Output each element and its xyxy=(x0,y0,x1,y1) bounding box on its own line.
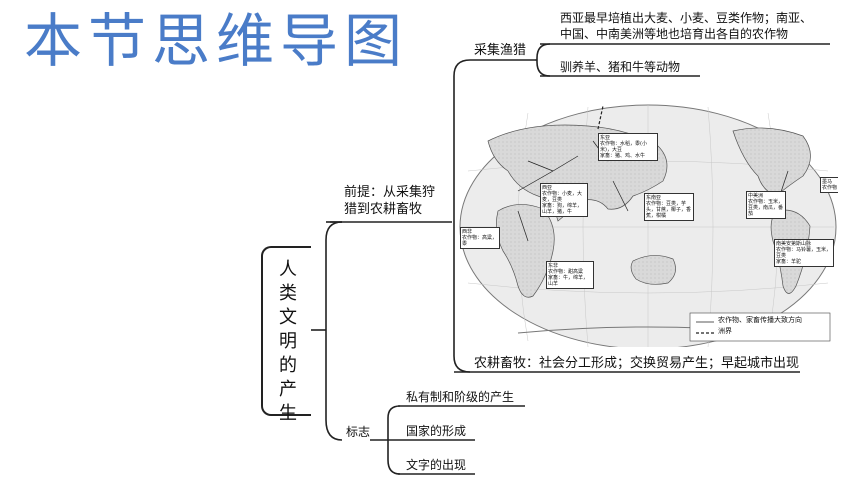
branch-premise-label: 前提：从采集狩 猎到农耕畜牧 xyxy=(344,184,435,218)
world-map-agriculture-origins: 东亚 农作物：水稻，黍(小米)，大豆 家畜：猪、鸡、水牛 西亚 农作物：小麦，大… xyxy=(458,101,838,347)
node-farming-herding: 农耕畜牧：社会分工形成；交换贸易产生；早起城市出现 xyxy=(474,356,800,371)
node-crop-origins: 西亚最早培植出大麦、小麦、豆类作物；南亚、 中国、中南美洲等地也培育出各自的农作… xyxy=(560,10,812,42)
map-label-central-america: 中美洲 农作物：玉米，豆类，南瓜，番茄 xyxy=(746,191,786,219)
root-node-label: 人 类 文 明 的 产 生 xyxy=(278,258,298,426)
root-char: 的 xyxy=(279,355,297,376)
node-private-ownership: 私有制和阶级的产生 xyxy=(406,390,515,404)
root-char: 文 xyxy=(279,307,297,328)
map-label-southeast-asia: 东南亚 农作物：豆类，芋头，甘蔗，椰子，香蕉，柑橘 xyxy=(644,193,694,221)
page-title: 本节思维导图 xyxy=(24,7,409,75)
node-writing: 文字的出现 xyxy=(406,458,467,472)
branch-premise-line2: 猎到农耕畜牧 xyxy=(344,202,423,217)
map-label-mexico: 墨马 农作物 xyxy=(820,177,838,193)
map-label-west-asia: 西亚 农作物：小麦，大麦，豆类 家畜：狗，绵羊，山羊，猪，牛 xyxy=(540,183,588,217)
root-char: 人 xyxy=(279,259,297,280)
node-gathering-hunting: 采集渔猎 xyxy=(474,43,527,58)
root-char: 产 xyxy=(279,379,297,400)
root-char: 明 xyxy=(279,331,297,352)
node-crop-origins-line2: 中国、中南美洲等地也培育出各自的农作物 xyxy=(560,27,789,41)
map-legend-boundary: 洲界 xyxy=(718,327,732,335)
map-label-east-africa: 东非 农作物：甜高粱 家畜：牛，绵羊，山羊 xyxy=(546,261,594,289)
map-label-west-africa: 西非 农作物：高粱，黍 xyxy=(460,227,500,249)
root-char: 生 xyxy=(279,403,297,424)
map-legend-direction: 农作物、家畜传播大致方向 xyxy=(718,316,802,324)
map-label-south-america: 南美安第斯山脉 农作物：马铃薯，玉米，豆类 家畜：羊驼 xyxy=(774,239,834,267)
map-label-east-asia: 东亚 农作物：水稻，黍(小米)，大豆 家畜：猪、鸡、水牛 xyxy=(598,133,658,161)
node-crop-origins-line1: 西亚最早培植出大麦、小麦、豆类作物；南亚、 xyxy=(560,11,813,25)
node-state-formation: 国家的形成 xyxy=(406,424,467,438)
root-node-frame xyxy=(261,246,311,416)
node-animal-domestication: 驯养羊、猪和牛等动物 xyxy=(560,60,681,74)
branch-signs-label: 标志 xyxy=(346,425,371,439)
branch-premise-line1: 前提：从采集狩 xyxy=(344,185,436,200)
root-char: 类 xyxy=(279,283,297,304)
